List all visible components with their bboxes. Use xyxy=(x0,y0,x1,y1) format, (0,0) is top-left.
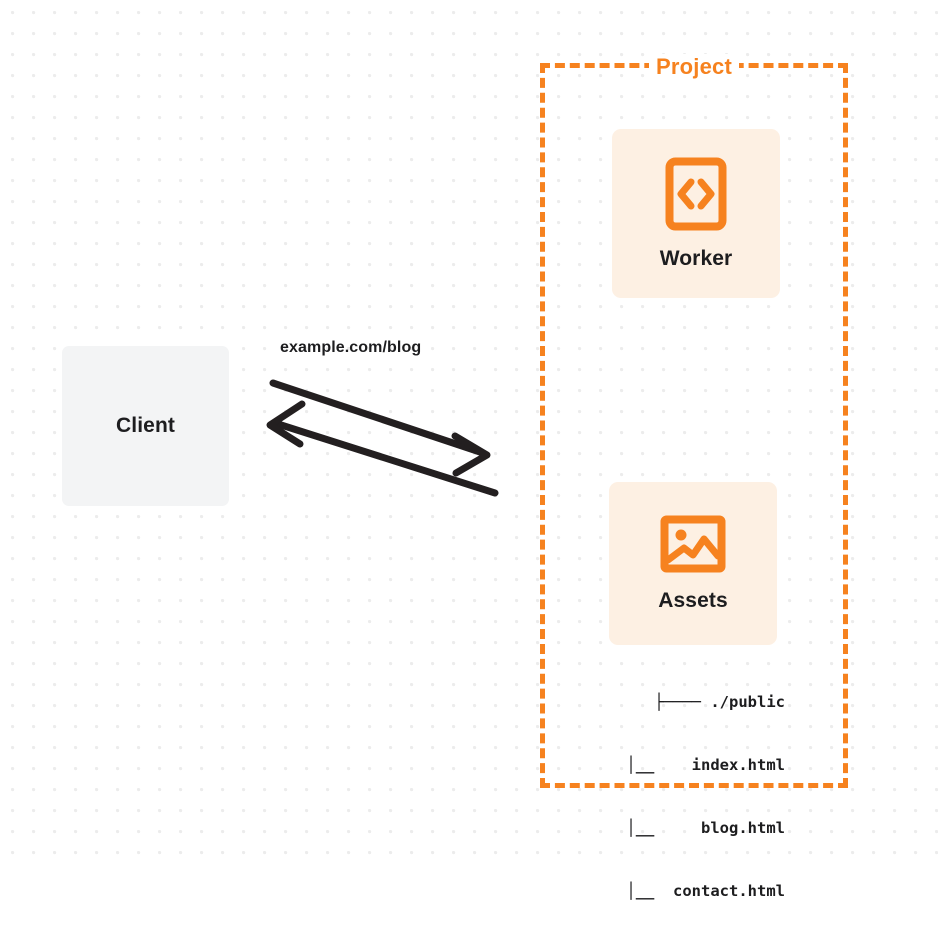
response-arrow xyxy=(266,400,499,497)
client-node[interactable]: Client xyxy=(62,346,229,506)
client-node-label: Client xyxy=(116,414,175,437)
file-tree-row: │__ index.html xyxy=(626,756,785,774)
worker-node-label: Worker xyxy=(659,246,733,270)
request-url-label: example.com/blog xyxy=(280,339,422,356)
image-icon xyxy=(660,515,726,573)
worker-node[interactable]: Worker xyxy=(612,129,780,298)
project-container: Project xyxy=(540,54,848,788)
file-tree-row: │__ blog.html xyxy=(626,819,785,837)
request-arrow xyxy=(269,379,491,477)
project-title: Project xyxy=(649,54,739,80)
code-brackets-icon xyxy=(665,157,727,231)
assets-node[interactable]: Assets xyxy=(609,482,777,645)
file-tree-row: ├──── ./public xyxy=(654,693,785,711)
assets-node-label: Assets xyxy=(658,588,728,612)
file-tree-row: │__ contact.html xyxy=(626,882,785,900)
diagram-canvas: Client example.com/blog Project Worker xyxy=(62,54,848,900)
assets-file-tree: ├──── ./public │__ index.html │__ blog.h… xyxy=(560,650,785,944)
